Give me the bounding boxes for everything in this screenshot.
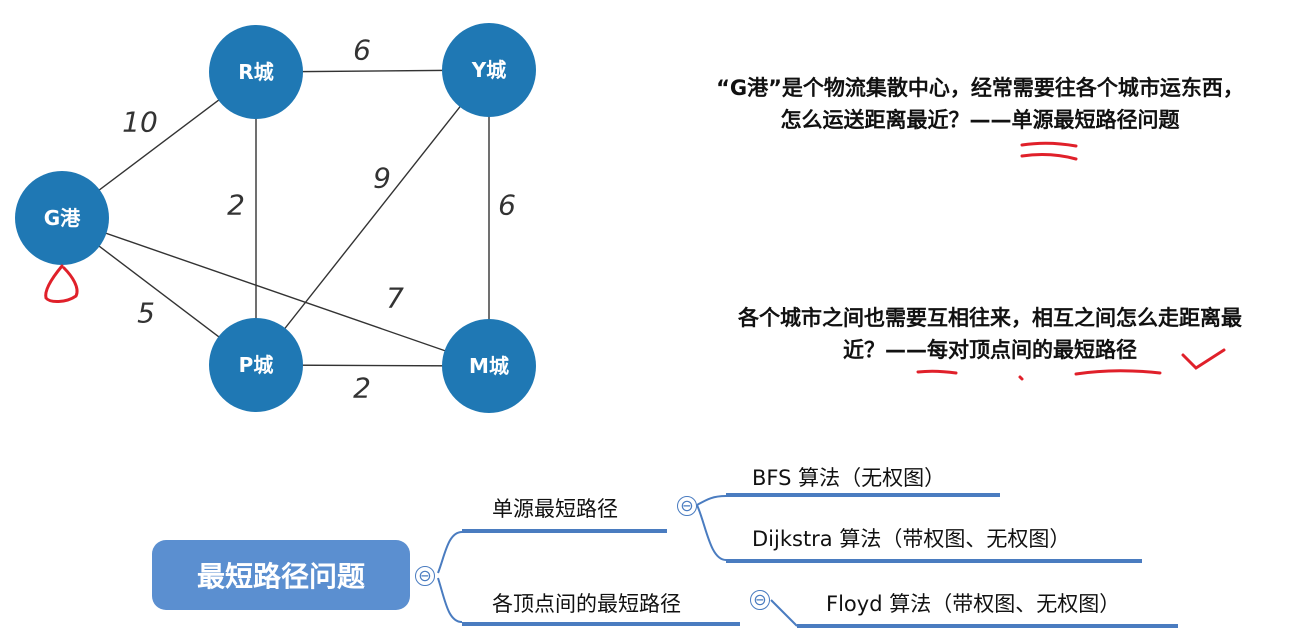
graph-nodes: G港 R城 Y城 P城 M城 <box>15 23 536 413</box>
node-label-Y: Y城 <box>471 58 506 82</box>
red-underline-zuiduan <box>1074 369 1162 376</box>
edge-weight-P-Y: 9 <box>373 162 391 195</box>
edge-weight-G-R: 10 <box>122 106 158 139</box>
p2-line-2: 近？——每对顶点间的最短路径 <box>843 338 1137 362</box>
red-underline-danyuan-2 <box>1020 153 1078 161</box>
p1-line-2: 怎么运送距离最近？——单源最短路径问题 <box>780 108 1180 132</box>
edge-weight-G-M: 7 <box>386 282 404 315</box>
edge-weight-R-P: 2 <box>227 189 245 222</box>
red-mark-under-g <box>44 264 79 303</box>
branch-all-pairs[interactable]: 各顶点间的最短路径 <box>492 592 681 616</box>
node-P <box>209 318 303 412</box>
node-M <box>442 319 536 413</box>
red-underline-danyuan-1 <box>1020 141 1078 148</box>
edge-weight-Y-M: 6 <box>498 189 516 222</box>
collapse-branch2-icon[interactable]: ⊖ <box>750 590 770 610</box>
node-Y <box>442 23 536 117</box>
paragraph-single-source: “G港”是个物流集散中心，经常需要往各个城市运东西， 怎么运送距离最近？——单源… <box>680 72 1280 136</box>
node-R <box>209 25 303 119</box>
branch-single-source[interactable]: 单源最短路径 <box>492 497 618 521</box>
leaf-dijkstra[interactable]: Dijkstra 算法（带权图、无权图） <box>752 527 1071 551</box>
edge-weight-R-Y: 6 <box>353 34 371 67</box>
node-label-M: M城 <box>469 354 509 378</box>
paragraph-all-pairs: 各个城市之间也需要互相往来，相互之间怎么走距离最 近？——每对顶点间的最短路径 <box>690 302 1290 366</box>
edge-weight-P-M: 2 <box>353 372 371 405</box>
p1-line-1: “G港”是个物流集散中心，经常需要往各个城市运东西， <box>716 76 1244 100</box>
leaf-floyd[interactable]: Floyd 算法（带权图、无权图） <box>826 592 1121 616</box>
edge-weight-G-P: 5 <box>137 297 155 330</box>
node-label-R: R城 <box>238 60 273 84</box>
node-G <box>15 171 109 265</box>
red-annotations <box>44 141 1226 381</box>
node-label-G: G港 <box>44 206 81 230</box>
red-underline-meidui <box>916 369 958 375</box>
edge-G-M <box>61 217 490 367</box>
edge-P-Y <box>255 69 490 366</box>
red-checkmark <box>1181 348 1226 370</box>
red-dot <box>1018 375 1024 381</box>
node-label-P: P城 <box>239 353 274 377</box>
collapse-branch1-icon[interactable]: ⊖ <box>677 496 697 516</box>
collapse-root-icon[interactable]: ⊖ <box>415 566 435 586</box>
leaf-bfs[interactable]: BFS 算法（无权图） <box>752 466 946 490</box>
p2-line-1: 各个城市之间也需要互相往来，相互之间怎么走距离最 <box>738 306 1242 330</box>
mindmap-root[interactable]: 最短路径问题 <box>152 540 410 610</box>
